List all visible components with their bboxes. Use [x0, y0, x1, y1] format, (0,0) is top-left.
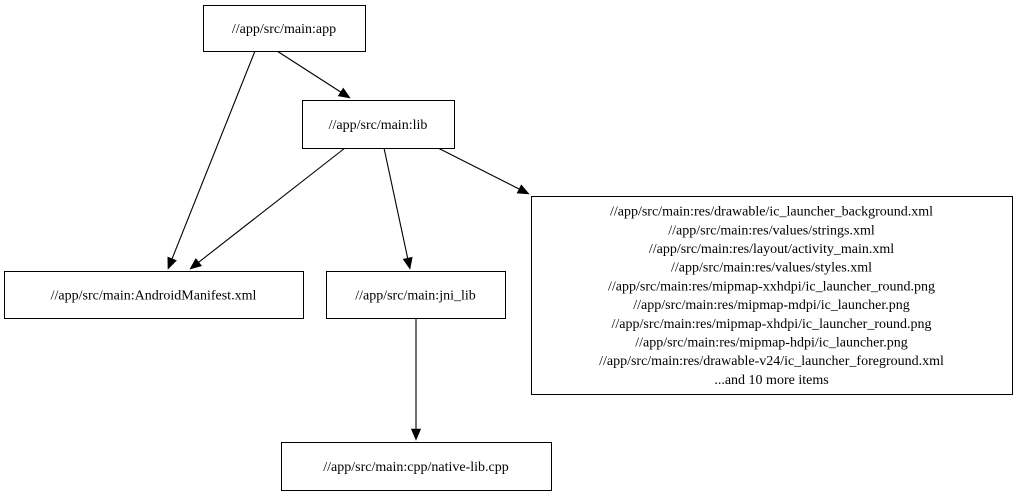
node-label-line: //app/src/main:jni_lib — [355, 288, 476, 303]
graph-node-app[interactable]: //app/src/main:app — [203, 5, 366, 52]
node-label-line: //app/src/main:res/mipmap-hdpi/ic_launch… — [635, 336, 908, 351]
node-label-line: //app/src/main:res/mipmap-mdpi/ic_launch… — [633, 298, 909, 313]
node-box-app[interactable] — [203, 5, 366, 52]
graph-node-res[interactable]: //app/src/main:res/drawable/ic_launcher_… — [531, 196, 1013, 395]
node-label-app: //app/src/main:app — [232, 22, 336, 37]
node-box-lib[interactable] — [302, 100, 455, 149]
graph-node-manifest[interactable]: //app/src/main:AndroidManifest.xml — [4, 271, 304, 319]
nodes-layer: //app/src/main:app //app/src/main:lib //ap… — [4, 5, 1013, 491]
node-box-res[interactable] — [531, 196, 1013, 395]
graph-node-native_lib[interactable]: //app/src/main:cpp/native-lib.cpp — [281, 442, 552, 491]
graph-edge-lib-to-jni-lib — [383, 147, 413, 270]
graph-edge-app-to-manifest — [167, 50, 256, 270]
node-box-manifest[interactable] — [4, 271, 304, 319]
node-label-line: //app/src/main:lib — [329, 118, 428, 133]
node-label-lib: //app/src/main:lib — [329, 118, 428, 133]
arrowhead-icon — [402, 256, 413, 270]
node-label-line: //app/src/main:res/values/strings.xml — [668, 223, 875, 238]
arrowhead-icon — [410, 428, 422, 441]
node-label-line: //app/src/main:cpp/native-lib.cpp — [323, 460, 508, 475]
node-label-line: ...and 10 more items — [714, 373, 828, 388]
graph-edge-lib-to-res — [437, 147, 530, 195]
arrowhead-icon — [516, 184, 530, 195]
edges-layer — [167, 50, 530, 441]
arrowhead-icon — [189, 258, 203, 270]
node-label-line: //app/src/main:res/values/styles.xml — [671, 261, 872, 276]
graph-edge-jni-lib-to-native-lib — [410, 318, 422, 441]
node-label-line: //app/src/main:res/mipmap-xxhdpi/ic_laun… — [608, 279, 935, 294]
node-box-jni_lib[interactable] — [326, 271, 506, 319]
node-label-res: //app/src/main:res/drawable/ic_launcher_… — [599, 205, 944, 388]
arrowhead-icon — [337, 87, 351, 99]
node-label-native_lib: //app/src/main:cpp/native-lib.cpp — [323, 460, 508, 475]
graph-edge-app-to-lib — [276, 50, 351, 99]
graph-node-lib[interactable]: //app/src/main:lib — [302, 100, 455, 149]
graph-edge-lib-to-manifest — [189, 147, 346, 270]
node-box-native_lib[interactable] — [281, 442, 552, 491]
node-label-line: //app/src/main:res/mipmap-xhdpi/ic_launc… — [612, 317, 932, 332]
node-label-line: //app/src/main:res/layout/activity_main.… — [649, 242, 894, 257]
node-label-line: //app/src/main:res/drawable/ic_launcher_… — [610, 205, 933, 220]
node-label-line: //app/src/main:AndroidManifest.xml — [51, 288, 257, 303]
node-label-jni_lib: //app/src/main:jni_lib — [355, 288, 476, 303]
node-label-manifest: //app/src/main:AndroidManifest.xml — [51, 288, 257, 303]
graph-node-jni_lib[interactable]: //app/src/main:jni_lib — [326, 271, 506, 319]
node-label-line: //app/src/main:res/drawable-v24/ic_launc… — [599, 354, 944, 369]
node-label-line: //app/src/main:app — [232, 22, 336, 37]
arrowhead-icon — [167, 256, 177, 270]
